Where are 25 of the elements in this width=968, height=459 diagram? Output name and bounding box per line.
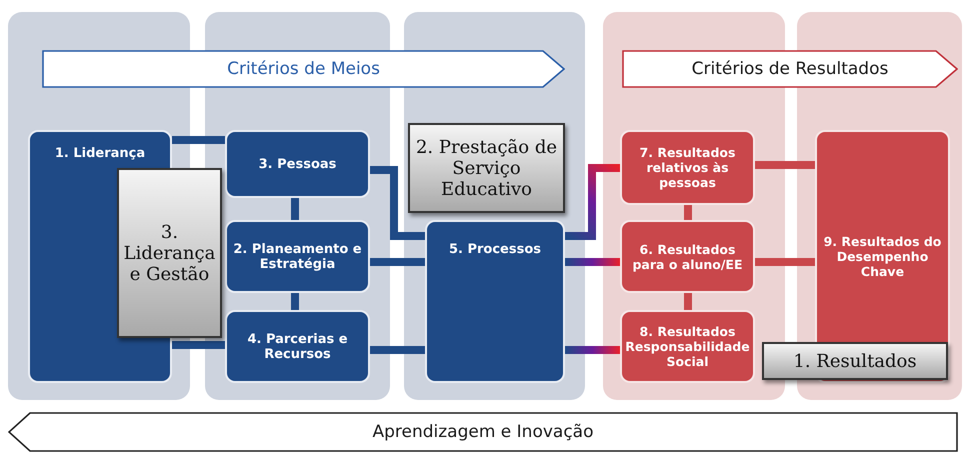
connector-line (370, 166, 425, 240)
connector-line (684, 205, 692, 220)
criterion-box: 4. Parcerias e Recursos (225, 310, 370, 383)
connector-line (291, 293, 299, 310)
direction-band: Aprendizagem e Inovação (8, 412, 958, 452)
criterion-box: 3. Pessoas (225, 130, 370, 198)
overlay-box: 3. Liderança e Gestão (117, 168, 222, 338)
overlay-box: 1. Resultados (762, 342, 948, 380)
connector-line (565, 346, 620, 354)
connector-line (370, 346, 425, 354)
connector-line (684, 293, 692, 310)
criterion-box: 2. Planeamento e Estratégia (225, 220, 370, 293)
connector-line (172, 136, 225, 144)
connector-line (755, 161, 815, 169)
connector-line (291, 198, 299, 220)
criterion-box: 8. Resultados Responsabilidade Social (620, 310, 755, 383)
criteria-arrow: Critérios de Resultados (622, 50, 958, 88)
overlay-box: 2. Prestação de Serviço Educativo (408, 123, 565, 213)
connector-line (565, 258, 620, 266)
connector-line (755, 258, 815, 266)
connector-line (370, 258, 425, 266)
criterion-box: 6. Resultados para o aluno/EE (620, 220, 755, 293)
connector-line (172, 341, 225, 349)
criterion-box: 5. Processos (425, 220, 565, 383)
criterion-box: 7. Resultados relativos às pessoas (620, 130, 755, 205)
